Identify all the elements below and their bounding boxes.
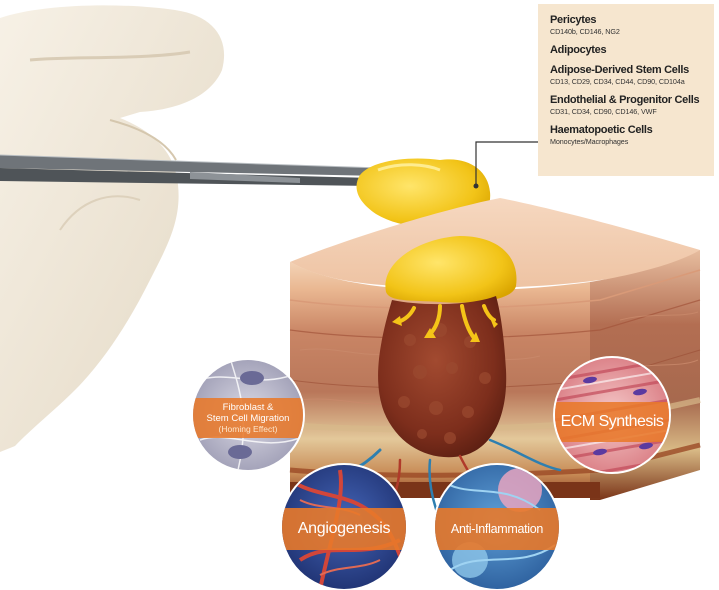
legend-markers-endothelial: CD31, CD34, CD90, CD146, VWF [550,107,704,117]
ecm-label-text: ECM Synthesis [561,413,664,431]
legend-title-haemato: Haematopoetic Cells [550,124,704,137]
legend-title-endothelial: Endothelial & Progenitor Cells [550,94,704,107]
cell-types-legend: Pericytes CD140b, CD146, NG2 Adipocytes … [538,4,714,176]
angiogenesis-label: Angiogenesis [282,508,406,550]
angiogenesis-label-text: Angiogenesis [298,520,390,538]
legend-title-pericytes: Pericytes [550,14,704,27]
migration-label: Fibroblast & Stem Cell Migration (Homing… [192,398,304,438]
legend-markers-haemato: Monocytes/Macrophages [550,137,704,147]
migration-label-line1: Fibroblast & [223,402,274,413]
legend-markers-pericytes: CD140b, CD146, NG2 [550,27,704,37]
migration-label-line2: Stem Cell Migration [207,413,290,424]
gloved-hand [0,5,224,452]
forceps [0,155,382,186]
migration-label-line3: (Homing Effect) [219,424,278,435]
legend-title-adipocytes: Adipocytes [550,44,704,57]
ecm-label: ECM Synthesis [553,402,671,442]
anti-inflammation-label: Anti-Inflammation [435,508,559,550]
legend-title-adsc: Adipose-Derived Stem Cells [550,64,704,77]
legend-markers-adsc: CD13, CD29, CD34, CD44, CD90, CD104a [550,77,704,87]
anti-inflammation-label-text: Anti-Inflammation [451,522,543,536]
